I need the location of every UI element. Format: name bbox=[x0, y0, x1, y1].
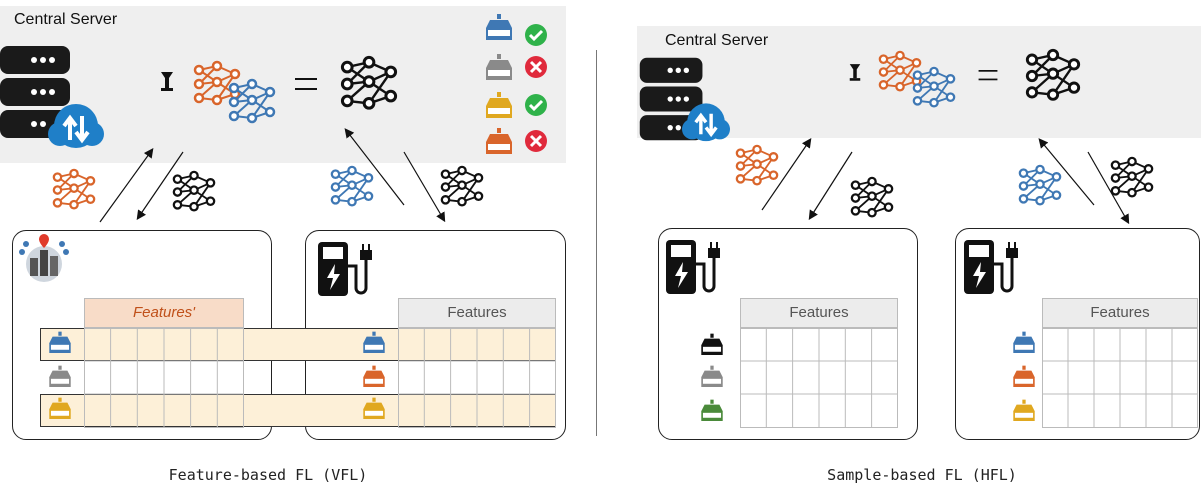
neural-net-icon-black-down-2 bbox=[440, 165, 484, 207]
feature-grid-client-b bbox=[398, 328, 556, 428]
car-icon-orange-top bbox=[486, 128, 512, 154]
check-icon-2 bbox=[525, 94, 547, 116]
neural-net-icon-black-down-r bbox=[850, 176, 894, 218]
vfl-caption: Feature-based FL (VFL) bbox=[168, 466, 368, 484]
hfl-client-b bbox=[955, 228, 1200, 440]
neural-net-icon-blue-up-r bbox=[1018, 164, 1062, 206]
feature-grid-hfl-b bbox=[1042, 328, 1198, 428]
row-band-1 bbox=[40, 328, 556, 361]
neural-net-icon-orange-up bbox=[52, 168, 96, 210]
neural-net-icon-blue-up bbox=[330, 165, 374, 207]
neural-net-icon-blue bbox=[228, 78, 276, 124]
hfl-caption: Sample-based FL (HFL) bbox=[827, 466, 1017, 484]
neural-net-icon-blue-r bbox=[912, 66, 956, 108]
car-icon-orange-hfl-b bbox=[1013, 365, 1035, 388]
cross-icon-2 bbox=[525, 130, 547, 152]
neural-net-icon-orange-up-r bbox=[735, 144, 779, 186]
row-band-3 bbox=[40, 394, 556, 427]
equals-sign bbox=[295, 78, 317, 90]
car-icon-green-hfl-a bbox=[701, 399, 723, 422]
vfl-arrows bbox=[99, 128, 446, 223]
feature-grid-hfl-a bbox=[740, 328, 898, 428]
features-prime-header: Features' bbox=[84, 298, 244, 328]
car-icon-blue-b bbox=[363, 331, 385, 354]
features-header-b: Features bbox=[398, 298, 556, 328]
cloud-sync-icon-2 bbox=[682, 103, 730, 142]
equals-sign-2 bbox=[978, 70, 998, 81]
car-icon-gray-a bbox=[49, 365, 71, 388]
car-icon-gold-hfl-b bbox=[1013, 399, 1035, 422]
neural-net-icon-orange bbox=[193, 60, 241, 106]
features-header-hfl-b: Features bbox=[1042, 298, 1198, 328]
hfl-server-title: Central Server bbox=[665, 32, 769, 49]
aggregate-icon bbox=[161, 72, 173, 91]
cloud-sync-icon bbox=[48, 104, 104, 148]
neural-net-icon-orange-r bbox=[878, 50, 922, 92]
features-header-hfl-a: Features bbox=[740, 298, 898, 328]
ev-charger-icon bbox=[318, 242, 372, 296]
hfl-client-a bbox=[658, 228, 918, 440]
car-icon-blue-top bbox=[486, 14, 512, 40]
neural-net-icon-black-down-r2 bbox=[1110, 156, 1154, 198]
car-icon-gold-top bbox=[486, 92, 512, 118]
ev-charger-icon-2 bbox=[666, 240, 720, 294]
panel-divider bbox=[596, 50, 597, 436]
feature-grid-client-a bbox=[84, 328, 244, 428]
car-icon-gold-b bbox=[363, 397, 385, 420]
cross-icon bbox=[525, 56, 547, 78]
car-icon-orange-b bbox=[363, 365, 385, 388]
vfl-server-title: Central Server bbox=[14, 11, 118, 28]
check-icon bbox=[525, 24, 547, 46]
neural-net-icon-black bbox=[340, 55, 398, 110]
hfl-arrows bbox=[761, 138, 1130, 225]
neural-net-icon-black-r bbox=[1025, 48, 1081, 101]
car-icon-blue-a bbox=[49, 331, 71, 354]
car-icon-gray-top bbox=[486, 54, 512, 80]
car-icon-blue-hfl-b bbox=[1013, 331, 1035, 354]
aggregate-icon-2 bbox=[849, 64, 861, 81]
database-icon bbox=[0, 46, 70, 138]
ev-charger-icon-3 bbox=[964, 240, 1018, 294]
neural-net-icon-black-down bbox=[172, 170, 216, 212]
city-icon bbox=[19, 234, 69, 282]
car-icon-black-hfl-a bbox=[701, 333, 723, 356]
car-icon-gray-hfl-a bbox=[701, 365, 723, 388]
car-icon-gold-a bbox=[49, 397, 71, 420]
